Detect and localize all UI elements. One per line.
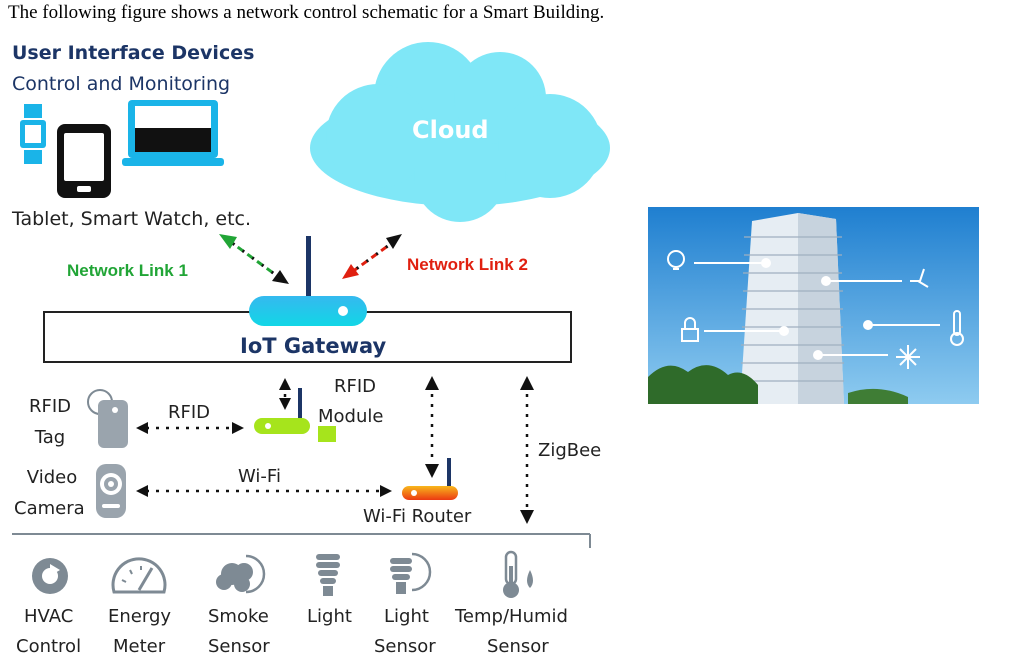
hvac-icon (32, 558, 68, 594)
device-hvac-line2: Control (16, 636, 82, 657)
device-temp-line1: Temp/Humid (455, 606, 568, 627)
device-hvac-line1: HVAC (24, 606, 74, 627)
rfid-tag-icon (87, 389, 128, 448)
device-energy-line1: Energy (108, 606, 172, 627)
cloud-label: Cloud (412, 116, 489, 144)
network-link-2-label: Network Link 2 (407, 255, 528, 274)
cloud-shape (310, 42, 610, 222)
device-light-line1: Light (307, 606, 352, 627)
device-energy-line2: Meter (113, 636, 166, 657)
ui-devices-title: User Interface Devices (12, 42, 255, 64)
device-temp-line2: Sensor (487, 636, 549, 657)
figure-caption: The following figure shows a network con… (8, 2, 605, 23)
zigbee-label: ZigBee (538, 440, 602, 461)
smart-building-photo (648, 207, 979, 404)
ui-devices-examples: Tablet, Smart Watch, etc. (12, 208, 252, 230)
rfid-module-icon (254, 378, 336, 442)
temp-humid-icon (503, 550, 533, 598)
rfid-module-label-line2: Module (318, 406, 384, 427)
tablet-icon (57, 124, 111, 198)
rfid-tag-label-line2: Tag (34, 427, 66, 448)
video-camera-label-line2: Camera (14, 498, 85, 519)
device-smoke-line2: Sensor (208, 636, 270, 657)
light-bulb-icon (316, 554, 340, 596)
video-camera-label-line1: Video (26, 467, 78, 488)
smart-watch-icon (20, 104, 46, 164)
energy-meter-icon (111, 557, 167, 594)
laptop-icon (122, 100, 224, 166)
wifi-connection-label: Wi-Fi (238, 466, 281, 487)
rfid-module-label-line1: RFID (333, 376, 377, 397)
device-light-sensor-line1: Light (384, 606, 429, 627)
network-link-1-label: Network Link 1 (67, 261, 188, 280)
rfid-tag-label-line1: RFID (28, 396, 72, 417)
light-sensor-icon (390, 552, 432, 594)
smoke-sensor-icon (216, 554, 266, 594)
video-camera-icon (96, 464, 126, 518)
ui-devices-subtitle: Control and Monitoring (12, 73, 231, 95)
wifi-router-icon (402, 458, 458, 500)
rfid-connection-label: RFID (168, 402, 211, 423)
wifi-router-label: Wi-Fi Router (363, 506, 472, 527)
iot-gateway-label: IoT Gateway (240, 334, 387, 358)
device-light-sensor-line2: Sensor (374, 636, 436, 657)
device-smoke-line1: Smoke (208, 606, 269, 627)
gateway-device-icon (249, 236, 367, 326)
